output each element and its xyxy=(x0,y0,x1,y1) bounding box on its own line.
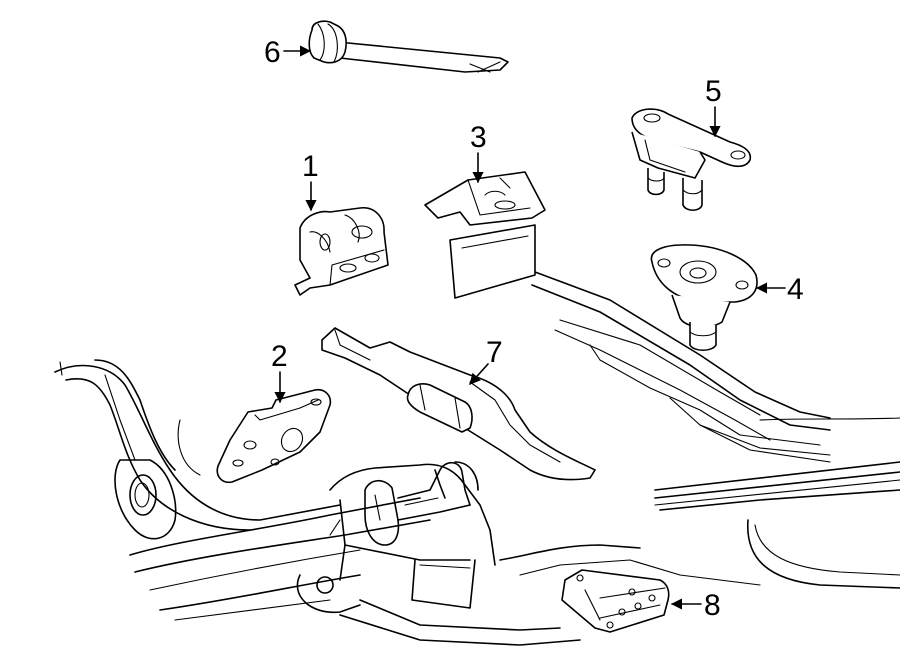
part-1-bracket xyxy=(294,207,389,296)
vehicle-frame xyxy=(54,271,900,646)
callout-3-label: 3 xyxy=(470,121,487,154)
callout-8: 8 xyxy=(670,589,721,622)
part-3-bracket xyxy=(424,171,546,299)
callout-2: 2 xyxy=(271,340,288,404)
callout-4: 4 xyxy=(755,273,804,306)
callout-1: 1 xyxy=(302,150,319,212)
callout-3: 3 xyxy=(470,121,487,184)
part-7-crossmember xyxy=(321,327,596,481)
part-2-plate xyxy=(216,388,332,484)
callout-7-label: 7 xyxy=(486,336,503,369)
callout-2-label: 2 xyxy=(271,340,288,373)
callout-4-label: 4 xyxy=(787,273,804,306)
arrow-icon xyxy=(469,363,489,385)
callout-1-label: 1 xyxy=(302,150,319,183)
callout-5-label: 5 xyxy=(705,75,722,108)
part-5-mount xyxy=(631,108,752,212)
callout-5: 5 xyxy=(705,75,722,138)
part-8-mount xyxy=(561,569,670,633)
callout-6-label: 6 xyxy=(264,36,281,69)
callout-8-label: 8 xyxy=(704,589,721,622)
callout-7: 7 xyxy=(469,336,503,385)
part-6-cable xyxy=(308,20,509,73)
callout-6: 6 xyxy=(264,36,312,69)
part-4-insulator xyxy=(650,244,758,352)
